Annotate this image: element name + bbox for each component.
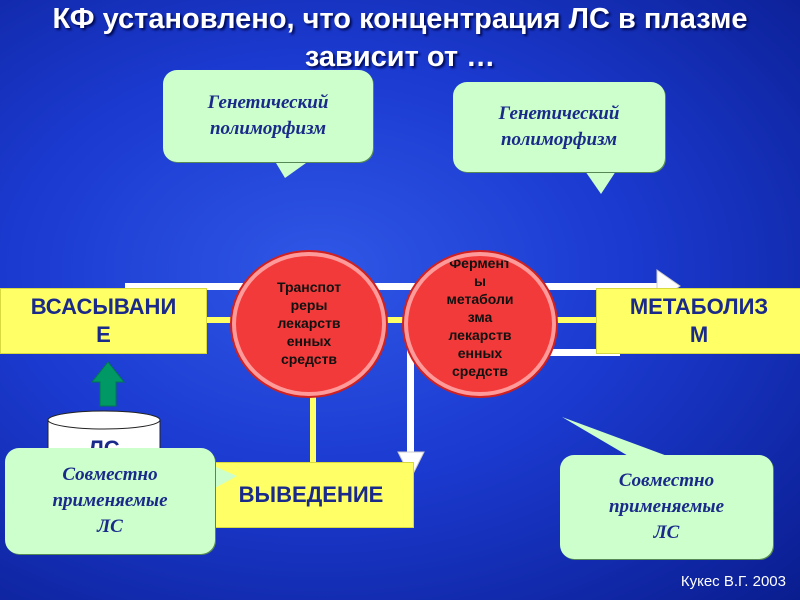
circle-text-line: зма [467, 309, 493, 325]
box-metabolism-line2: М [689, 322, 709, 347]
circle-text-line: метаболи [446, 291, 514, 307]
circle-text-line: лекарств [277, 315, 341, 331]
white-arrow-top-shaft [125, 283, 675, 290]
callout-codrugs-right-box: Совместно применяемые ЛС [560, 455, 773, 559]
box-excretion-label: ВЫВЕДЕНИЕ [238, 482, 384, 507]
callout-text-line: ЛС [653, 522, 680, 543]
circle-text-line: ы [474, 273, 486, 289]
callout-text-line: Генетический [498, 103, 620, 124]
callout-genetic-left: Генетический полиморфизм [163, 70, 373, 178]
callout-codrugs-left: Совместно применяемые ЛС [5, 448, 237, 554]
circle-metabolism-enzymes: Фермент ы метаболи зма лекарств енных ср… [404, 252, 556, 396]
circle-text-line: лекарств [448, 327, 512, 343]
box-absorption-line1: ВСАСЫВАНИ [30, 294, 177, 319]
box-metabolism: МЕТАБОЛИЗ М [596, 288, 800, 354]
callout-text-line: применяемые [52, 490, 168, 511]
box-absorption-line2: Е [96, 322, 111, 347]
callout-codrugs-left-box: Совместно применяемые ЛС [5, 448, 215, 554]
callout-genetic-right-box: Генетический полиморфизм [453, 82, 665, 172]
circle-text-line: енных [286, 333, 332, 349]
slide-title-line1: КФ установлено, что концентрация ЛС в пл… [52, 3, 748, 35]
callout-tail [562, 417, 670, 457]
author-credit: Кукес В.Г. 2003 [680, 573, 786, 590]
green-up-arrow [90, 361, 126, 407]
circle-drug-transporters: Транспот реры лекарств енных средств [232, 252, 386, 396]
box-excretion: ВЫВЕДЕНИЕ [208, 462, 414, 528]
circle-text-line: Фермент [449, 255, 511, 271]
circle-text-line: енных [457, 345, 503, 361]
circle-text-line: средств [280, 351, 338, 367]
circle-text-line: реры [290, 297, 328, 313]
callout-text-line: полиморфизм [209, 118, 327, 139]
callout-genetic-left-box: Генетический полиморфизм [163, 70, 373, 162]
callout-genetic-right: Генетический полиморфизм [453, 82, 665, 194]
callout-tail [273, 158, 313, 178]
callout-text-line: ЛС [97, 516, 123, 537]
box-absorption: ВСАСЫВАНИ Е [0, 288, 207, 354]
callout-codrugs-right: Совместно применяемые ЛС [560, 417, 773, 559]
circle-text-line: Транспот [276, 279, 342, 295]
callout-tail [583, 168, 618, 194]
callout-text-line: применяемые [608, 496, 724, 517]
callout-text-line: полиморфизм [500, 129, 618, 150]
callout-text-line: Совместно [618, 470, 715, 491]
circle-text-line: средств [451, 363, 509, 379]
slide-title: КФ установлено, что концентрация ЛС в пл… [0, 0, 800, 76]
box-metabolism-line1: МЕТАБОЛИЗ [629, 294, 769, 319]
callout-text-line: Совместно [62, 464, 158, 485]
slide-title-line2: зависит от … [304, 41, 496, 73]
white-arrow-down-shaft [407, 349, 414, 459]
callout-text-line: Генетический [207, 92, 329, 113]
